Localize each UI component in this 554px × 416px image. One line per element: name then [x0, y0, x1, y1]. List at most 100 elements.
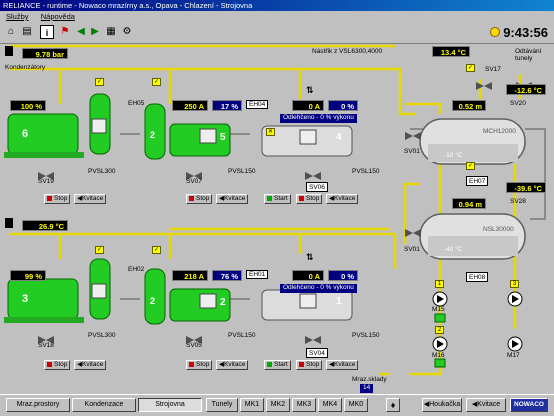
alert-icon[interactable]: ♦	[386, 398, 400, 412]
tab-mk0[interactable]: MK0	[344, 398, 368, 412]
c2-stop-button[interactable]: Stop	[186, 360, 213, 370]
pump-1-check[interactable]: 1	[435, 280, 444, 288]
c1-ack-button[interactable]: ◀Kvitace	[326, 360, 359, 370]
c4-valve-label: SV06	[306, 182, 328, 192]
c2-cooler-number: 2	[150, 296, 156, 306]
tank-bottom-inner-temp: -40 °C	[444, 246, 463, 253]
tank-bottom-check[interactable]: ✓	[466, 162, 475, 170]
c4-number: 4	[336, 132, 342, 143]
c3-status-check[interactable]: ✓	[95, 246, 104, 254]
tab-mraz-prostory[interactable]: Mraz.prostory	[6, 398, 70, 412]
c1-percent-display: 0 %	[328, 270, 358, 281]
mraz-sklady-label: Mraz.sklady	[352, 376, 387, 383]
clipboard-icon[interactable]: ▦	[106, 26, 116, 37]
tab-mk1[interactable]: MK1	[240, 398, 264, 412]
tank-top-name: MCH12000	[483, 128, 516, 135]
horn-button[interactable]: ◀Houkačka	[422, 398, 462, 412]
tank-top-temp-display: -12.6 °C	[506, 84, 546, 95]
c1-start-button[interactable]: Start	[264, 360, 291, 370]
c2-status-check[interactable]: ✓	[152, 246, 161, 254]
c6-stop-button[interactable]: Stop	[44, 194, 71, 204]
c4-stop-button[interactable]: Stop	[296, 194, 323, 204]
ack-all-button[interactable]: ◀Kvitace	[466, 398, 506, 412]
c4-percent-display: 0 %	[328, 100, 358, 111]
c4-eh-label: EH04	[246, 100, 269, 109]
tank-top-level-display: 0.52 m	[452, 100, 486, 111]
alarm-icon[interactable]: ⚑	[60, 26, 70, 37]
menu-help[interactable]: Nápověda	[40, 12, 75, 21]
c1-valve-label: SV04	[306, 348, 328, 358]
tank-bottom-valve-left: SV01	[404, 246, 420, 253]
c6-valve-label: SV19	[38, 178, 54, 185]
condenser-pressure-display: 9.78 bar	[22, 48, 68, 59]
pump-row	[432, 291, 523, 368]
compressor-4	[261, 125, 353, 157]
c6-status-check[interactable]: ✓	[95, 78, 104, 86]
nowaco-logo: NOWACO	[510, 398, 548, 412]
settings-icon[interactable]: ⚙	[122, 26, 132, 37]
ack-icon: ◀	[77, 361, 82, 368]
menu-services[interactable]: Služby	[6, 12, 29, 21]
outdoor-temp-top-display: 13.4 °C	[432, 46, 470, 57]
compressor-2	[144, 268, 231, 325]
c5-ack-button[interactable]: ◀Kvitace	[216, 194, 249, 204]
tab-mk3[interactable]: MK3	[292, 398, 316, 412]
c3-model-label: PVSL300	[88, 332, 116, 339]
info-icon[interactable]: i	[40, 25, 54, 39]
tab-tunely[interactable]: Tunely	[206, 398, 238, 412]
back-arrow-icon[interactable]: ◀	[77, 26, 85, 37]
tab-mk4[interactable]: MK4	[318, 398, 342, 412]
clock-readout: 9:43:56	[503, 25, 548, 40]
tab-bar: Mraz.prostory Kondenzace Strojovna Tunel…	[0, 394, 554, 416]
tank-bottom-valve-top: SV28	[510, 198, 526, 205]
start-icon	[267, 195, 272, 201]
tunnel-temp-label: Odtávání tunely	[515, 48, 542, 62]
ack-icon: ◀	[219, 361, 224, 368]
compressor-5	[144, 103, 231, 160]
c2-current-display: 218 A	[172, 270, 208, 281]
forward-arrow-icon[interactable]: ▶	[91, 26, 99, 37]
stop-icon	[47, 361, 52, 367]
pump-3-check[interactable]: 3	[510, 280, 519, 288]
c1-current-display: 0 A	[292, 270, 324, 281]
c6-ack-button[interactable]: ◀Kvitace	[74, 194, 107, 204]
tank-top-check[interactable]: ✓	[466, 64, 475, 72]
c3-stop-button[interactable]: Stop	[44, 360, 71, 370]
c4-warning-check[interactable]: ✕	[266, 128, 275, 136]
mraz-sklady-value: 14	[360, 384, 374, 393]
tab-strojovna[interactable]: Strojovna	[138, 398, 202, 412]
clock-icon	[490, 27, 500, 37]
c3-ack-button[interactable]: ◀Kvitace	[74, 360, 107, 370]
condensers-label: Kondenzátory	[5, 64, 46, 71]
c1-model-label: PVSL150	[352, 332, 380, 339]
tank-top-valve-top: SV17	[485, 66, 501, 73]
c6-model-label: PVSL300	[88, 168, 116, 175]
pump-2-check[interactable]: 2	[435, 326, 444, 334]
horn-icon: ◀	[423, 401, 430, 408]
tank-bottom-eh: EH08	[466, 272, 489, 282]
tab-mk2[interactable]: MK2	[266, 398, 290, 412]
tab-kondenzace[interactable]: Kondenzace	[72, 398, 136, 412]
stop-icon	[47, 195, 52, 201]
tank-top-valve-side: SV20	[510, 100, 526, 107]
c1-stop-button[interactable]: Stop	[296, 360, 323, 370]
ack-icon: ◀	[77, 195, 82, 202]
tank-top-eh: EH07	[466, 176, 489, 186]
home-icon[interactable]: ⌂	[7, 26, 15, 37]
c6-capacity-display: 100 %	[10, 100, 46, 111]
c4-ack-button[interactable]: ◀Kvitace	[326, 194, 359, 204]
c1-status-text: Odlehčeno - 0 % výkonu	[280, 284, 357, 293]
ack-icon: ◀	[219, 195, 224, 202]
c4-status-text: Odlehčeno - 0 % výkonu	[280, 114, 357, 123]
pump-m15-label: M15	[432, 306, 445, 313]
c1-updown-icon[interactable]: ⇅	[306, 252, 314, 262]
tank-nsl30000	[419, 213, 526, 260]
pump-m16-label: M16	[432, 352, 445, 359]
c4-start-button[interactable]: Start	[264, 194, 291, 204]
print-icon[interactable]: ▤	[22, 26, 32, 37]
c4-updown-icon[interactable]: ⇅	[306, 85, 314, 95]
c5-status-check[interactable]: ✓	[152, 78, 161, 86]
ack-icon: ◀	[329, 195, 334, 202]
c2-ack-button[interactable]: ◀Kvitace	[216, 360, 249, 370]
c5-stop-button[interactable]: Stop	[186, 194, 213, 204]
